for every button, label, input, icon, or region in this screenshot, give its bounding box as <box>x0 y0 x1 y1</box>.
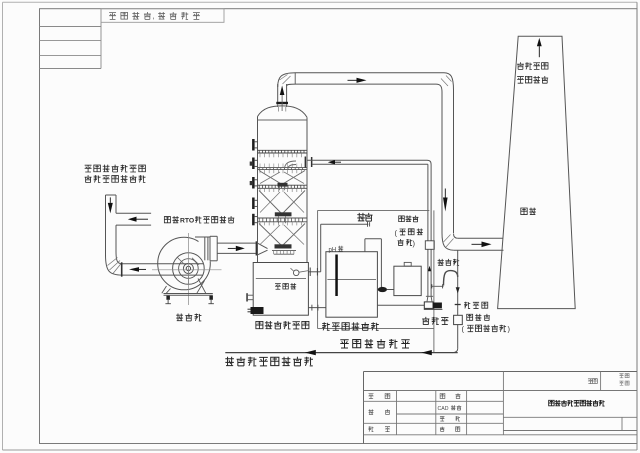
svg-text:): ) <box>413 239 416 248</box>
svg-text:(: ( <box>462 324 465 333</box>
svg-text:(: ( <box>395 228 398 237</box>
svg-text:): ) <box>508 324 511 333</box>
svg-text:,: , <box>153 11 155 20</box>
svg-text:pH: pH <box>329 247 337 253</box>
svg-text:CAD: CAD <box>438 406 449 412</box>
svg-text:RTO: RTO <box>180 217 194 224</box>
